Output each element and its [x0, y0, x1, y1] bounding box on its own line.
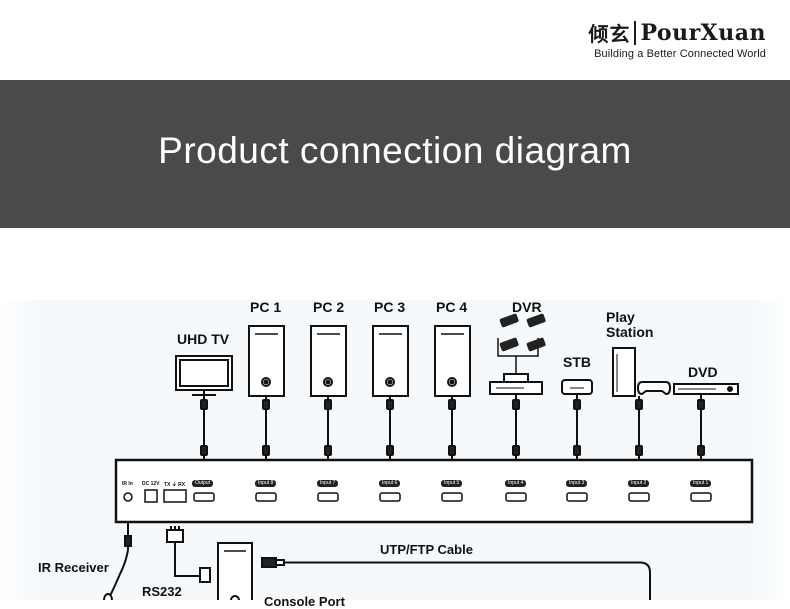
input3-port-label: Input 3: [566, 480, 588, 487]
ir-in-label: IR In: [122, 481, 133, 487]
txrx-label: TX ⏚ RX: [164, 482, 186, 488]
rs232-cable: [166, 526, 211, 583]
dvd-label: DVD: [688, 364, 718, 380]
pc1-icon: [248, 325, 285, 397]
stb-label: STB: [563, 354, 591, 370]
hdmi-cables: [200, 394, 705, 460]
input4-port-label: Input 4: [505, 480, 527, 487]
brand-logo: 倾玄 PourXuan Building a Better Connected …: [588, 18, 766, 61]
pc3-label: PC 3: [374, 299, 406, 315]
utp-cable: [261, 557, 651, 600]
dc-port: [144, 489, 158, 503]
console-port-label: Console Port: [264, 594, 345, 609]
brand-tagline: Building a Better Connected World: [594, 48, 766, 60]
dvd-icon: [673, 383, 739, 395]
stb-icon: [561, 379, 593, 395]
pc3-icon: [372, 325, 409, 397]
banner-title: Product connection diagram: [158, 130, 632, 171]
utp-cable-label: UTP/FTP Cable: [380, 542, 473, 557]
uhd-tv-icon: [175, 355, 233, 396]
play-station-icon: [612, 347, 672, 397]
brand-chinese-name: 倾玄: [588, 22, 631, 46]
pc2-icon: [310, 325, 347, 397]
pc1-label: PC 1: [250, 299, 282, 315]
input7-port-label: Input 7: [317, 480, 339, 487]
rs232-port: [163, 489, 187, 503]
logo-divider: [634, 20, 637, 45]
title-banner: Product connection diagram: [0, 80, 790, 228]
input2-port-label: Input 2: [628, 480, 650, 487]
header: 倾玄 PourXuan Building a Better Connected …: [0, 0, 790, 80]
input8-port-label: Input 8: [255, 480, 277, 487]
switch-chassis: [114, 458, 754, 524]
uhd-tv-label: UHD TV: [177, 331, 230, 347]
pc4-icon: [434, 325, 471, 397]
dvr-label: DVR: [512, 299, 542, 315]
camera-icon: [499, 313, 546, 352]
input5-port-label: Input 5: [441, 480, 463, 487]
pc4-label: PC 4: [436, 299, 468, 315]
brand-english-name: PourXuan: [640, 19, 766, 46]
ir-receiver-cable: [103, 522, 132, 600]
console-pc-icon: [217, 542, 253, 600]
dc-label: DC 12V: [142, 481, 160, 487]
hdmi-ports: [193, 492, 712, 502]
ir-receiver-label: IR Receiver: [38, 560, 109, 575]
ir-in-port: [123, 492, 133, 502]
input1-port-label: Input 1: [690, 480, 712, 487]
play-station-label: Play Station: [606, 309, 654, 340]
output-port-label: Output: [192, 480, 214, 487]
pc2-label: PC 2: [313, 299, 345, 315]
connection-diagram: [103, 313, 754, 600]
rs232-label: RS232: [142, 584, 182, 599]
input6-port-label: Input 6: [379, 480, 401, 487]
